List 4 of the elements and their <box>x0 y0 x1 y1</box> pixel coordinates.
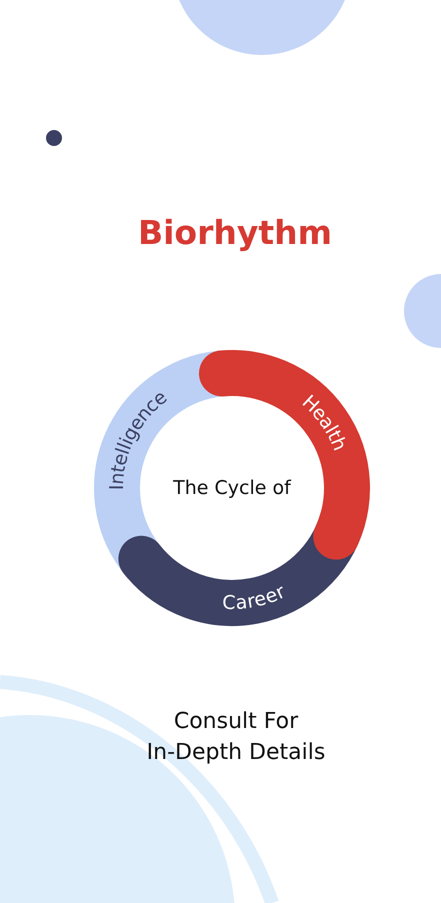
title: Biorhythm <box>136 213 334 252</box>
caption: Consult For In-Depth Details <box>146 708 326 767</box>
segment-label: Career <box>222 580 289 614</box>
center-label: The Cycle of <box>172 477 292 499</box>
